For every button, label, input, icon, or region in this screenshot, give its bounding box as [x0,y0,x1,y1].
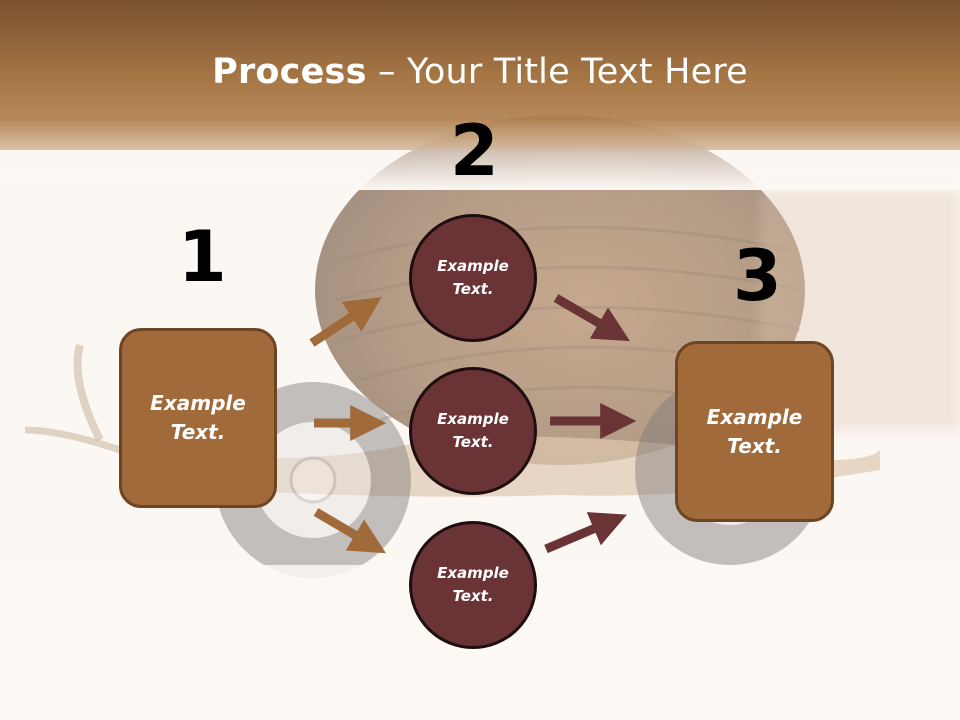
step-number-2: 2 [450,110,499,192]
step-2-circle-bottom[interactable]: Example Text. [409,521,537,649]
title-rest: – Your Title Text Here [366,52,748,92]
circle-bottom-text: Example Text. [437,564,509,605]
step-number-1: 1 [178,216,227,298]
arrow-box1-to-bottom [313,508,386,554]
circle-top-text: Example Text. [437,257,509,298]
slide-title: Process – Your Title Text Here [0,52,960,92]
step-3-text: Example Text. [706,404,803,458]
step-2-circle-top[interactable]: Example Text. [409,214,537,342]
circle-middle-text: Example Text. [437,410,509,451]
step-1-text: Example Text. [150,391,246,444]
step-2-circle-middle[interactable]: Example Text. [409,367,537,495]
arrow-box1-to-top [309,297,382,347]
step-1-box[interactable]: Example Text. [119,328,277,508]
step-3-box[interactable]: Example Text. [675,341,834,522]
step-number-3: 3 [733,235,782,317]
arrow-top-to-box3 [553,294,630,342]
arrow-bottom-to-box3 [544,512,627,554]
title-bold: Process [212,52,367,92]
